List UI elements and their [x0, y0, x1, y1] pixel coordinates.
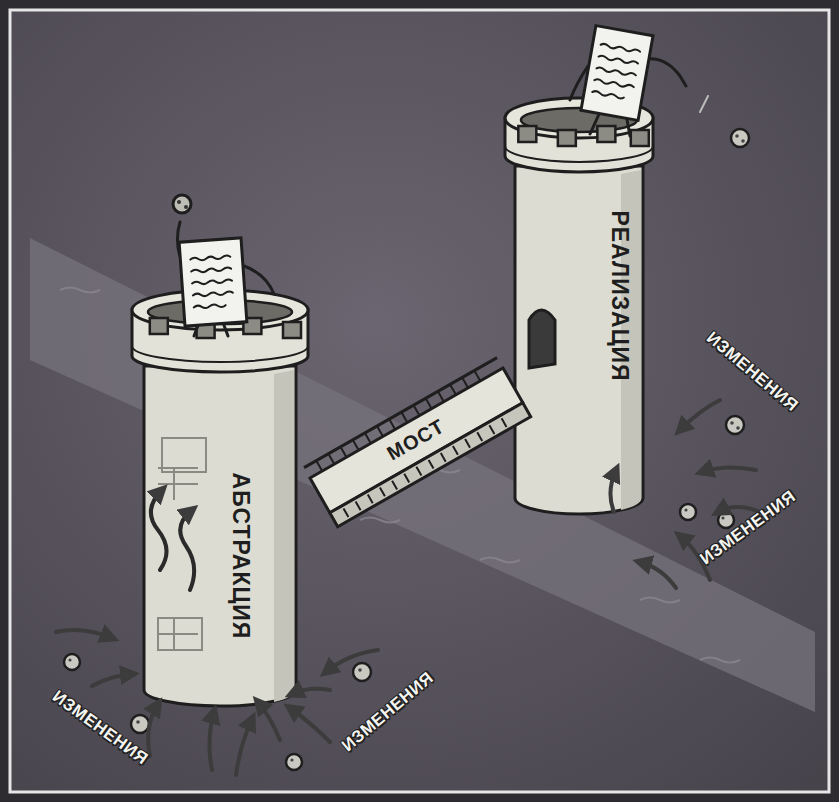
change-arrow-part: [209, 712, 214, 770]
battlement-gap: [518, 126, 536, 142]
paper-character-part: [173, 195, 191, 213]
change-arrow-part: [290, 708, 330, 742]
brick-block: [158, 618, 202, 650]
change-arrow-part: [148, 704, 158, 756]
stone-part: [64, 654, 80, 670]
stone-dots-part: [136, 720, 140, 724]
cap-ring: [132, 346, 308, 362]
change-arrow-part: [680, 400, 720, 430]
change-arrow-part: [640, 562, 676, 588]
bridge-connector: [304, 358, 531, 527]
change-arrow-part: [702, 467, 756, 472]
change-label: ИЗМЕНЕНИЯ: [696, 487, 799, 570]
stone-part: [718, 512, 734, 528]
rise-arrow: [151, 490, 194, 590]
stone-dots-part: [735, 134, 739, 138]
stone-dots: [68, 134, 744, 761]
stone-part: [731, 129, 749, 147]
paper-character-part: [581, 26, 653, 121]
tower-door: [529, 310, 555, 368]
paper-character-part: [700, 96, 708, 112]
stone-dots-part: [730, 421, 734, 425]
change-arrow-part: [326, 650, 378, 672]
tower-node: РЕАЛИЗАЦИЯ: [503, 96, 655, 516]
stone-part: [680, 504, 696, 520]
stone-dots-part: [741, 139, 745, 143]
paper-character: [173, 195, 274, 336]
battlement-gap: [597, 126, 615, 142]
paper-character-part-part: [596, 67, 636, 77]
brick-block: [162, 438, 206, 472]
change-arrow-part: [56, 630, 112, 638]
change-arrow-part: [236, 719, 252, 775]
paper-character-part-part: [193, 291, 233, 297]
paper-character-part: [177, 200, 181, 204]
bridge-label: МОСТ: [384, 415, 450, 466]
river-band-part-part: [360, 518, 400, 523]
paper-character: [570, 26, 708, 136]
stone-dots-part: [68, 658, 71, 661]
river-band: [30, 238, 815, 712]
battlement-gap: [283, 322, 301, 338]
tower-shade: [274, 370, 294, 702]
stone-dots-part: [721, 516, 724, 519]
stone-dots-part: [684, 508, 687, 511]
river-band-part-part: [700, 658, 740, 663]
change-arrow-part: [258, 702, 280, 740]
change-label: ИЗМЕНЕНИЯ: [48, 687, 151, 770]
river-band-part-part: [480, 558, 520, 563]
stone: [64, 129, 749, 770]
bridge-rail: [304, 358, 497, 468]
paper-character-part: [190, 255, 233, 309]
paper-character-part: [184, 205, 188, 209]
paper-character-part-part: [598, 55, 638, 65]
stone-dots-part: [358, 668, 362, 672]
tower-body: [515, 166, 643, 514]
battlement-gap: [150, 318, 168, 334]
paper-character-part-part: [592, 91, 624, 100]
battlement-gap: [631, 130, 649, 146]
change-arrow-part: [610, 470, 616, 512]
paper-character-part-part: [191, 267, 231, 273]
stone-part: [726, 416, 744, 434]
rise-arrow-part: [151, 490, 167, 570]
stone-dots-part: [290, 758, 293, 761]
change-label: ИЗМЕНЕНИЯ: [338, 668, 438, 756]
tower-label: АБСТРАКЦИЯ: [227, 473, 254, 640]
river-band-part: [30, 238, 815, 712]
paper-character-part: [244, 266, 274, 294]
panel: [10, 10, 829, 792]
paper-character-part: [592, 43, 640, 100]
paper-character-part-part: [192, 279, 232, 285]
river-band-part-part: [60, 288, 100, 293]
stone-dots-part: [736, 426, 740, 430]
paper-character-part-part: [194, 304, 226, 309]
change-arrow-part: [292, 689, 330, 694]
river-band-part-part: [640, 598, 680, 603]
stone-part: [353, 663, 371, 681]
stone-part: [131, 715, 149, 733]
tower-body: [144, 366, 296, 706]
rise-arrow-part: [180, 510, 194, 590]
battlement-gap: [558, 130, 576, 146]
change-arrow-part: [92, 674, 132, 686]
stone-part: [286, 754, 302, 770]
tower-label: РЕАЛИЗАЦИЯ: [606, 210, 633, 381]
paper-character-part: [179, 238, 247, 326]
change-label: ИЗМЕНЕНИЯ: [702, 328, 802, 416]
paper-character-part-part: [594, 79, 634, 89]
paper-character-part-part: [190, 255, 230, 261]
change-arrow: [56, 400, 760, 775]
cap-ring: [505, 146, 653, 162]
paper-character-part-part: [600, 43, 640, 53]
